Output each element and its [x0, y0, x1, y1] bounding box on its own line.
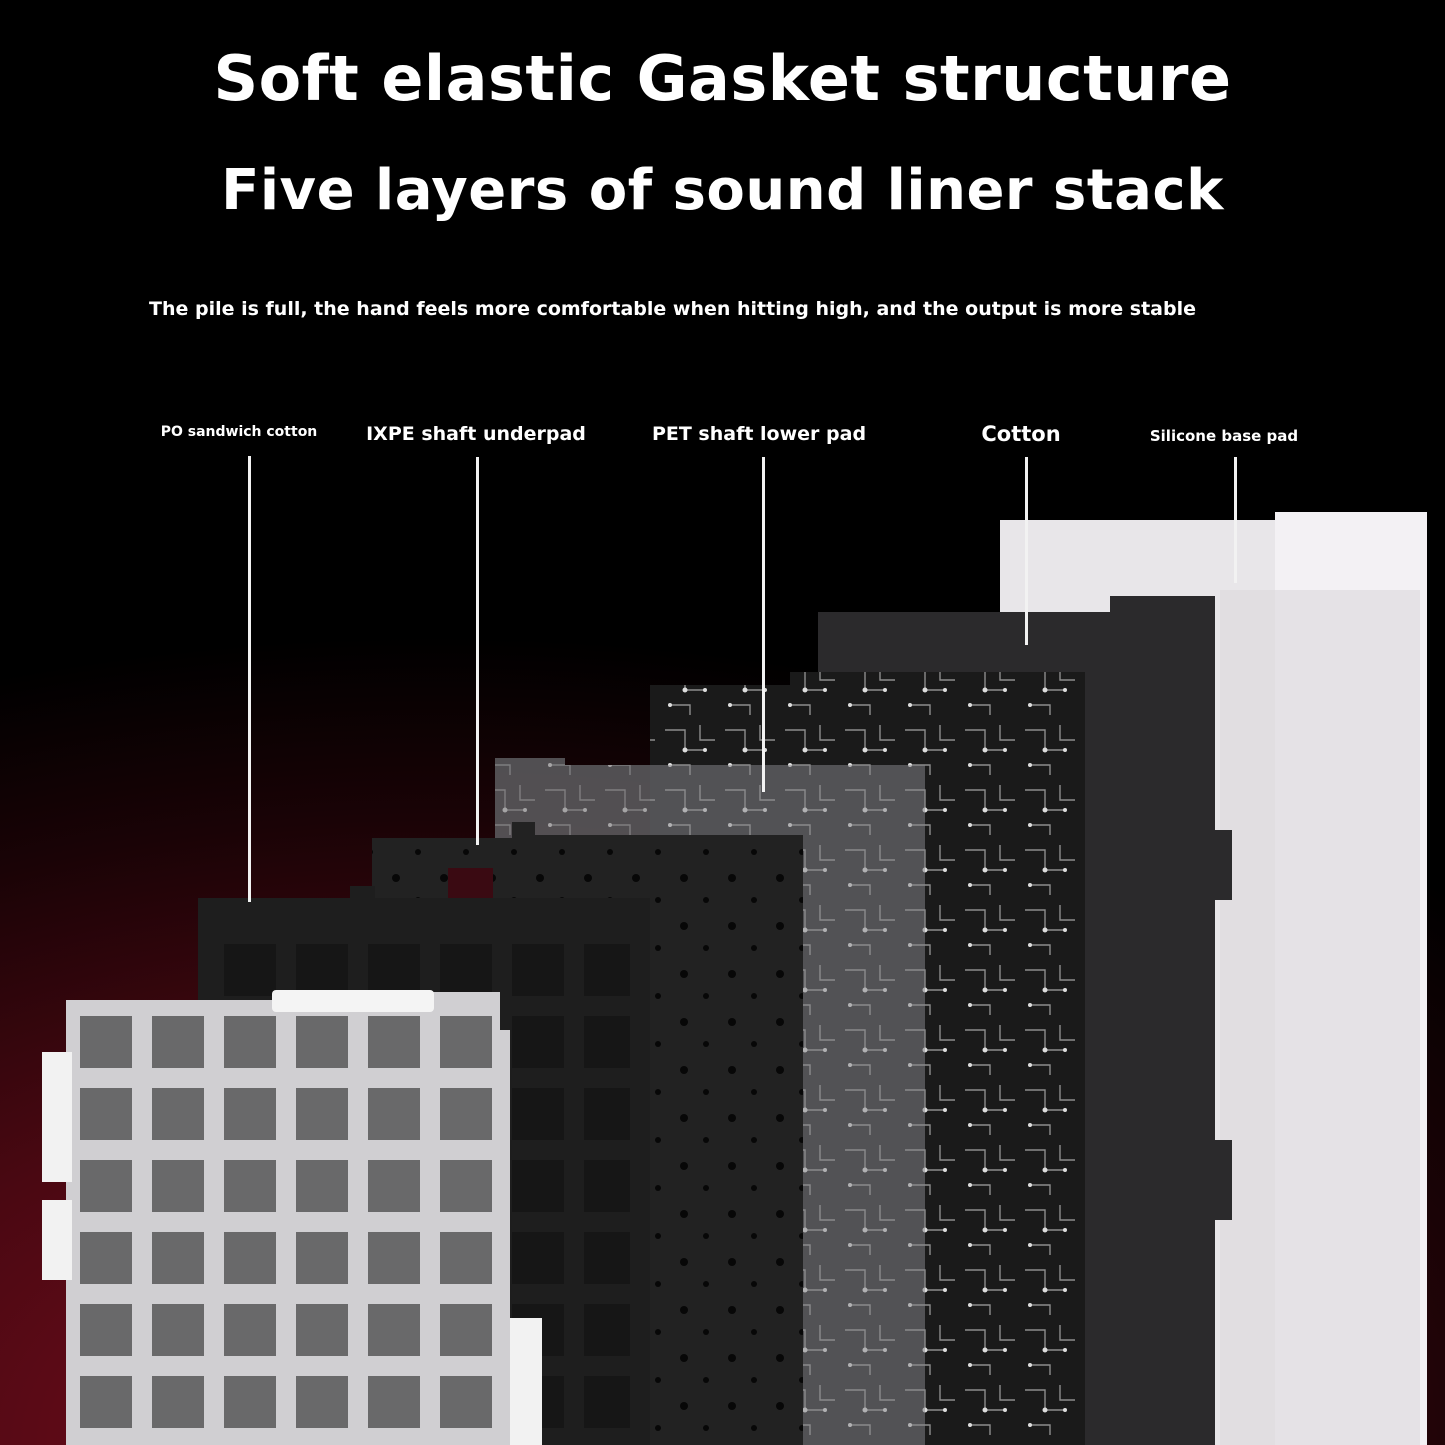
- callout-line: [1234, 457, 1237, 583]
- callout-line: [248, 456, 251, 902]
- page-title: Soft elastic Gasket structure: [213, 42, 1232, 115]
- page-subtitle: Five layers of sound liner stack: [221, 158, 1224, 223]
- layer-label-silicone-base-pad: Silicone base pad: [1149, 427, 1299, 445]
- layer-label-pet-shaft-lower-pad: PET shaft lower pad: [651, 423, 867, 445]
- callout-line: [1025, 457, 1028, 645]
- layer-label-po-sandwich-cotton: PO sandwich cotton: [160, 424, 318, 440]
- description-text: The pile is full, the hand feels more co…: [148, 298, 1196, 320]
- callout-line: [762, 457, 765, 792]
- callout-line: [476, 457, 479, 845]
- layer-label-cotton: Cotton: [981, 422, 1061, 446]
- layer-label-ixpe-shaft-underpad: IXPE shaft underpad: [366, 423, 586, 445]
- front-plate: [42, 990, 542, 1445]
